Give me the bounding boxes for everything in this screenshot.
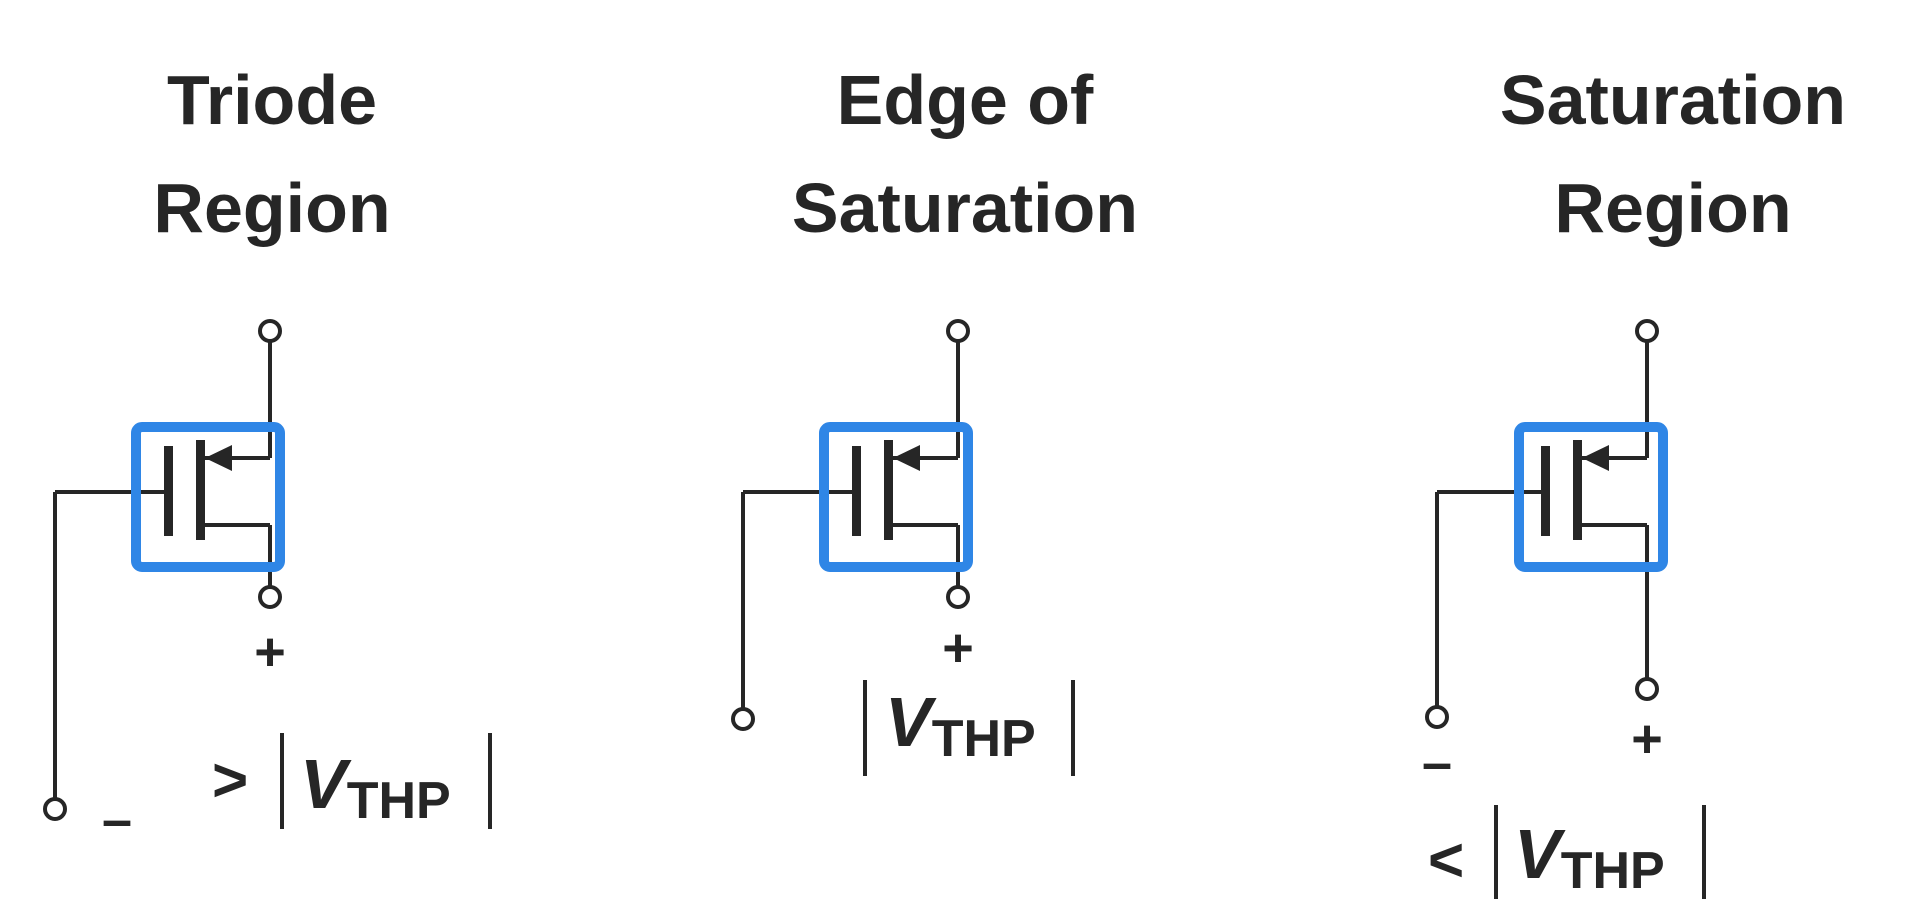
gate-plate <box>164 446 173 536</box>
v-subscript: THP <box>1561 842 1665 900</box>
gate-terminal <box>731 707 755 731</box>
channel-plate <box>196 440 205 540</box>
threshold-voltage-label: VTHP <box>885 683 1036 768</box>
threshold-voltage-label: VTHP <box>1514 815 1665 900</box>
pmos-transistor-symbol <box>1425 319 1668 729</box>
comparator-sign: < <box>1428 826 1464 895</box>
drain-terminal <box>946 585 970 609</box>
gate-plate <box>852 446 861 536</box>
v-subscript: THP <box>932 710 1036 768</box>
transistor-highlight-box <box>131 422 285 572</box>
title-line1: Edge of <box>837 61 1094 139</box>
plus-sign: + <box>1631 709 1663 769</box>
source-terminal <box>1635 319 1659 343</box>
title-line2: Region <box>153 169 390 247</box>
v-subscript: THP <box>347 772 451 830</box>
panel-edge-of-saturation: Edge of Saturation + VTHP <box>731 61 1138 776</box>
gate-terminal <box>43 797 67 821</box>
channel-plate <box>884 440 893 540</box>
v-symbol: V <box>1514 815 1566 893</box>
source-terminal <box>258 319 282 343</box>
panel-triode: Triode Region + – > VT <box>43 61 492 850</box>
transistor-highlight-box <box>819 422 973 572</box>
transistor-highlight-box <box>1514 422 1668 572</box>
threshold-voltage-label: VTHP <box>300 745 451 830</box>
plus-sign: + <box>254 622 286 682</box>
panel-saturation: Saturation Region – + < VTHP <box>1422 61 1846 900</box>
channel-plate <box>1573 440 1582 540</box>
v-symbol: V <box>885 683 937 761</box>
source-arrow-icon <box>1582 445 1609 471</box>
title-line1: Triode <box>167 61 377 139</box>
source-arrow-icon <box>205 445 232 471</box>
comparator-sign: > <box>212 746 248 815</box>
gate-plate <box>1541 446 1550 536</box>
title-line2: Region <box>1554 169 1791 247</box>
plus-sign: + <box>942 618 974 678</box>
gate-terminal <box>1425 705 1449 729</box>
title-line1: Saturation <box>1500 61 1846 139</box>
drain-terminal <box>1635 677 1659 701</box>
pmos-transistor-symbol <box>43 319 285 821</box>
source-arrow-icon <box>893 445 920 471</box>
drain-terminal <box>258 585 282 609</box>
v-symbol: V <box>300 745 352 823</box>
source-terminal <box>946 319 970 343</box>
minus-sign: – <box>1422 733 1452 793</box>
title-line2: Saturation <box>792 169 1138 247</box>
minus-sign: – <box>102 790 132 850</box>
pmos-transistor-symbol <box>731 319 973 731</box>
